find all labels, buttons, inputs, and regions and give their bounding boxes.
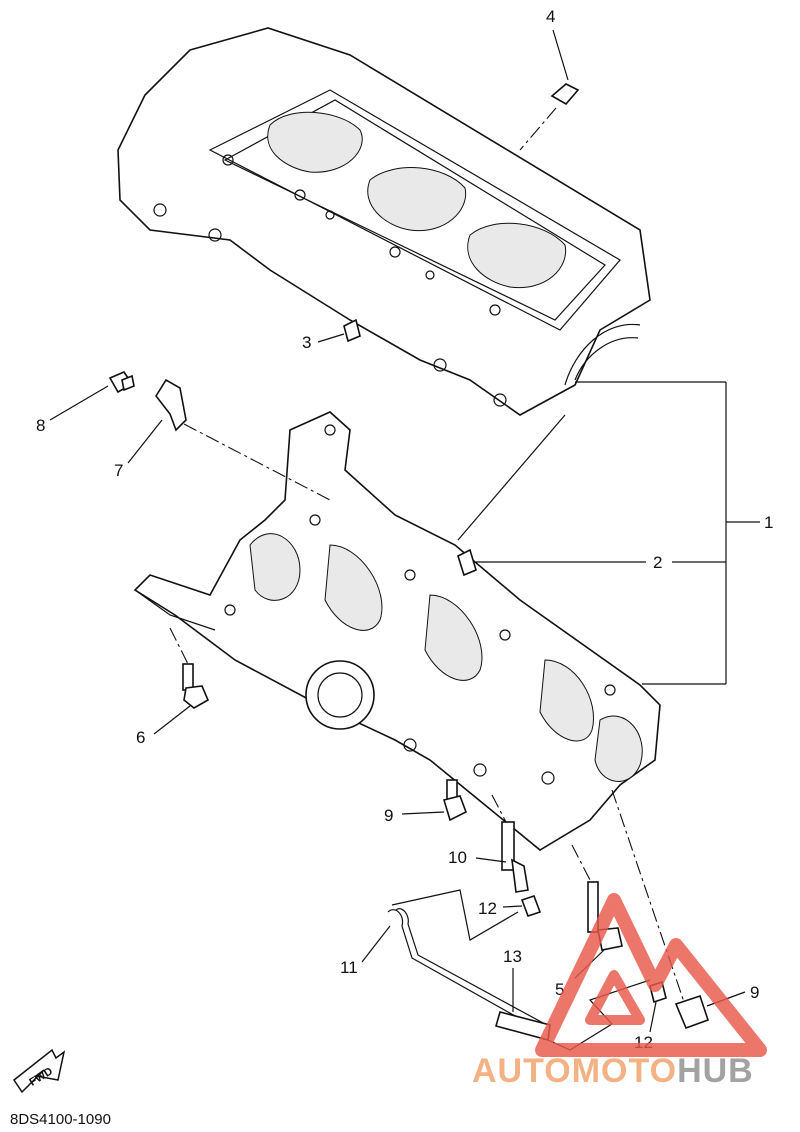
upper-crankcase	[117, 27, 651, 416]
clamp-12-upper	[520, 894, 542, 918]
bracket-11	[391, 889, 519, 941]
fitting-10	[501, 821, 529, 893]
assembly-line-5	[571, 844, 591, 881]
bolt-8	[108, 371, 135, 394]
callout-12-upper: 12	[478, 899, 497, 918]
callout-9-left: 9	[384, 806, 393, 825]
dowel-pin-3	[343, 318, 361, 343]
bracket-7	[155, 378, 187, 432]
hose-11	[387, 908, 546, 1031]
dowel-pin-2	[457, 548, 477, 577]
leader-line-3	[317, 333, 345, 343]
leader-line-7	[127, 419, 163, 464]
drawing-code: 8DS4100-1090	[10, 1111, 111, 1128]
leader-line-12-upper	[502, 905, 523, 908]
assembly-line-6	[169, 627, 189, 665]
assembly-line-4	[519, 107, 557, 151]
callout-6: 6	[136, 728, 145, 747]
leader-line-8	[49, 385, 109, 421]
callout-9-right: 9	[750, 983, 759, 1002]
callout-4: 4	[546, 7, 555, 26]
watermark-text-hub: HUB	[677, 1052, 754, 1090]
assembly-line-10	[491, 794, 507, 823]
watermark-triangle-icon	[535, 893, 767, 1057]
callout-1: 1	[764, 513, 773, 532]
bracket-1	[575, 381, 760, 685]
leader-lines-2	[457, 414, 726, 563]
watermark-logo: AUTOMOTOHUB	[472, 893, 767, 1090]
callout-13: 13	[503, 947, 522, 966]
leader-line-11	[361, 925, 391, 963]
callout-7: 7	[114, 461, 123, 480]
leader-line-9-left	[401, 811, 445, 815]
fwd-arrow-icon: FWD	[12, 1048, 66, 1094]
assembly-line-7	[183, 423, 331, 501]
bolt-9-left	[442, 779, 468, 822]
bolt-6	[182, 663, 210, 709]
callout-2: 2	[653, 553, 662, 572]
callout-3: 3	[302, 333, 311, 352]
watermark-text-automoto: AUTOMOTO	[472, 1052, 677, 1090]
dowel-pin-4	[550, 83, 580, 106]
callout-5: 5	[555, 980, 564, 999]
leader-line-6	[153, 705, 191, 735]
svg-text:AUTOMOTOHUB: AUTOMOTOHUB	[472, 1052, 754, 1090]
leader-line-12-lower	[649, 1001, 657, 1033]
callout-10: 10	[448, 848, 467, 867]
callout-11: 11	[340, 958, 358, 977]
leader-line-10	[475, 857, 507, 863]
bolt-9-right	[674, 994, 710, 1030]
leader-line-4	[552, 29, 569, 81]
lower-crankcase	[133, 411, 661, 851]
callout-8: 8	[36, 416, 45, 435]
